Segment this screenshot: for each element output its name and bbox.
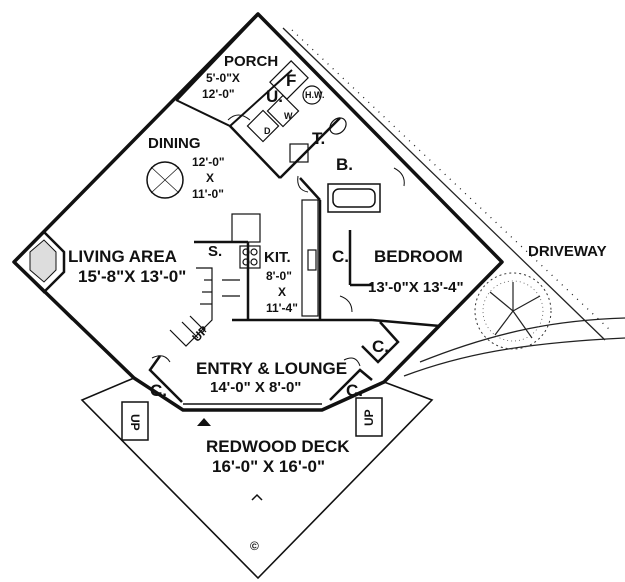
door-swings [151, 114, 405, 367]
washer-mark: W [284, 111, 293, 121]
deck-chevron-icon [251, 493, 263, 501]
utility-mark: U. [266, 87, 283, 106]
water-heater-symbol [302, 85, 322, 105]
stair-mark: S. [208, 243, 222, 260]
dining-dim-w: 12'-0" [192, 155, 225, 169]
deck-up-left: UP [128, 414, 142, 431]
kitchen-dim-h: 11'-4" [266, 301, 298, 315]
dining-dim-h: 11'-0" [192, 187, 224, 201]
closet-mark-left: C. [150, 381, 167, 400]
entry-arrow-icon [197, 418, 211, 426]
porch-dim-h: 12'-0" [202, 87, 235, 101]
kitchen-label: KIT. [264, 249, 291, 266]
entry-dim: 14'-0" X 8'-0" [210, 379, 301, 396]
kitchen-dim-x: X [278, 285, 286, 299]
dining-table [146, 161, 184, 199]
living-dim: 15'-8"X 13'-0" [78, 267, 186, 286]
kitchen-counters [231, 199, 319, 317]
porch-dim-w: 5'-0"X [206, 71, 240, 85]
utility-fixtures [246, 60, 347, 163]
driveway-label: DRIVEWAY [528, 243, 607, 260]
driveway-edge-lower [403, 337, 625, 377]
closet-mark-right: C. [346, 381, 363, 400]
deck-up-right: UP [362, 409, 376, 426]
deck-stair-left [121, 401, 149, 441]
furnace-mark: F [286, 71, 296, 90]
toilet-mark: T. [312, 129, 325, 148]
entry-label: ENTRY & LOUNGE [196, 359, 347, 378]
driveway-edge-upper [419, 317, 625, 363]
labels: PORCH 5'-0"X 12'-0" DINING 12'-0" X 11'-… [68, 53, 607, 553]
stairs [169, 267, 240, 347]
fireplace [12, 230, 66, 294]
stair-up-mark: UP [189, 323, 211, 345]
deck-label: REDWOOD DECK [206, 437, 350, 456]
bedroom-label: BEDROOM [374, 247, 463, 266]
windows [57, 162, 477, 361]
site-dots [291, 29, 611, 331]
copyright-mark: © [250, 539, 259, 553]
bathtub [327, 183, 381, 213]
living-label: LIVING AREA [68, 247, 177, 266]
site-boundary [282, 27, 606, 341]
redwood-deck [80, 377, 434, 580]
kitchen-dim-w: 8'-0" [266, 269, 292, 283]
porch-label: PORCH [224, 53, 278, 70]
dining-dim-x: X [206, 171, 214, 185]
bath-mark: B. [336, 155, 353, 174]
site [282, 27, 625, 377]
deck-stair-right [355, 397, 383, 437]
deck-dim: 16'-0" X 16'-0" [212, 457, 325, 476]
bedroom-dim: 13'-0"X 13'-4" [368, 279, 464, 296]
dryer-mark: D [264, 126, 271, 136]
closet-mark-kitchen: C. [332, 247, 349, 266]
exterior-walls [12, 12, 504, 412]
closet-mark-bedroom: C. [372, 337, 389, 356]
tree-symbol [474, 272, 552, 350]
dining-label: DINING [148, 135, 201, 152]
water-heater-mark: H.W. [305, 90, 325, 100]
